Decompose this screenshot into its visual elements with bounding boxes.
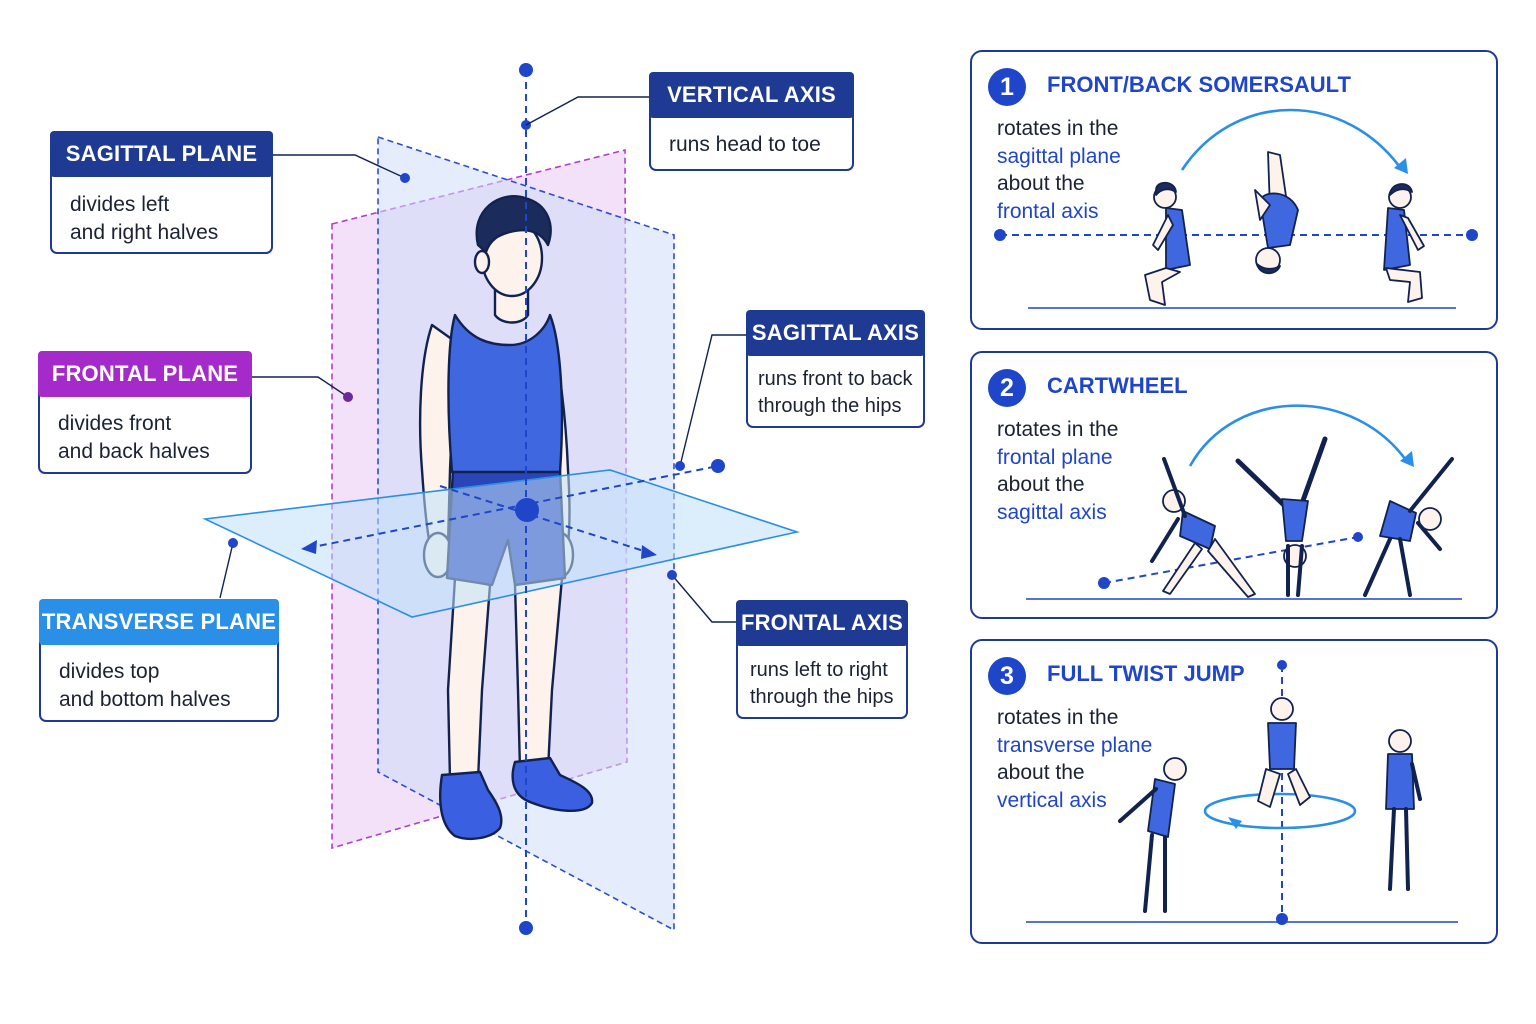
card-somersault: 1 FRONT/BACK SOMERSAULT rotates in the s… — [970, 50, 1498, 330]
transverse-plane-label: TRANSVERSE PLANE divides top and bottom … — [39, 599, 279, 722]
card-desc-prefix: rotates in the — [997, 117, 1119, 140]
card-title: FULL TWIST JUMP — [1047, 661, 1245, 686]
sagittal-plane-label: SAGITTAL PLANE divides left and right ha… — [50, 131, 273, 254]
transverse-plane-shape — [202, 469, 801, 618]
frontal-axis-desc-2: through the hips — [750, 686, 894, 708]
vertical-axis-label: VERTICAL AXIS runs head to toe — [649, 72, 854, 171]
sagittal-axis-title: SAGITTAL AXIS — [746, 310, 925, 356]
transverse-plane-title: TRANSVERSE PLANE — [39, 599, 279, 645]
card-title: CARTWHEEL — [1047, 373, 1188, 398]
frontal-plane-desc-1: divides front — [58, 412, 172, 435]
vertical-axis-desc-1: runs head to toe — [669, 133, 821, 156]
vertical-axis-title: VERTICAL AXIS — [649, 72, 854, 118]
card-twist-jump: 3 FULL TWIST JUMP rotates in the transve… — [970, 639, 1498, 944]
sagittal-axis-desc-2: through the hips — [758, 395, 902, 417]
card-desc-middle: about the — [997, 172, 1085, 195]
card-title: FRONT/BACK SOMERSAULT — [1047, 72, 1351, 97]
transverse-plane-desc-2: and bottom halves — [59, 688, 231, 711]
sagittal-plane-desc-1: divides left — [70, 193, 170, 216]
card-desc-axis: frontal axis — [997, 199, 1099, 223]
frontal-axis-title: FRONTAL AXIS — [736, 600, 908, 646]
frontal-plane-desc-2: and back halves — [58, 440, 210, 463]
card-desc-axis: vertical axis — [997, 788, 1107, 812]
card-desc-plane: transverse plane — [997, 733, 1153, 757]
card-cartwheel: 2 CARTWHEEL rotates in the frontal plane… — [970, 351, 1498, 619]
card-desc-middle: about the — [997, 473, 1085, 496]
frontal-plane-label: FRONTAL PLANE divides front and back hal… — [38, 351, 252, 474]
somersault-figures-icon — [994, 108, 1478, 309]
card-desc-axis: sagittal axis — [997, 500, 1107, 524]
card-number-badge: 1 — [988, 68, 1026, 106]
sagittal-axis-label: SAGITTAL AXIS runs front to back through… — [746, 310, 925, 428]
sagittal-axis-line — [439, 485, 651, 554]
card-desc-prefix: rotates in the — [997, 706, 1119, 729]
cartwheel-figures-icon — [1026, 404, 1462, 600]
card-desc-plane: frontal plane — [997, 445, 1113, 469]
sagittal-axis-desc-1: runs front to back — [758, 368, 913, 390]
card-desc-middle: about the — [997, 761, 1085, 784]
twist-jump-figures-icon — [1026, 660, 1458, 925]
card-number-badge: 3 — [988, 657, 1026, 695]
card-desc-prefix: rotates in the — [997, 418, 1119, 441]
transverse-plane-desc-1: divides top — [59, 660, 160, 683]
frontal-plane-title: FRONTAL PLANE — [38, 351, 252, 397]
card-number-badge: 2 — [988, 369, 1026, 407]
frontal-axis-label: FRONTAL AXIS runs left to right through … — [736, 600, 908, 719]
sagittal-plane-desc-2: and right halves — [70, 221, 219, 244]
card-desc-plane: sagittal plane — [997, 144, 1121, 168]
frontal-axis-desc-1: runs left to right — [750, 659, 888, 681]
sagittal-plane-title: SAGITTAL PLANE — [50, 131, 273, 177]
frontal-axis-line — [307, 465, 719, 549]
